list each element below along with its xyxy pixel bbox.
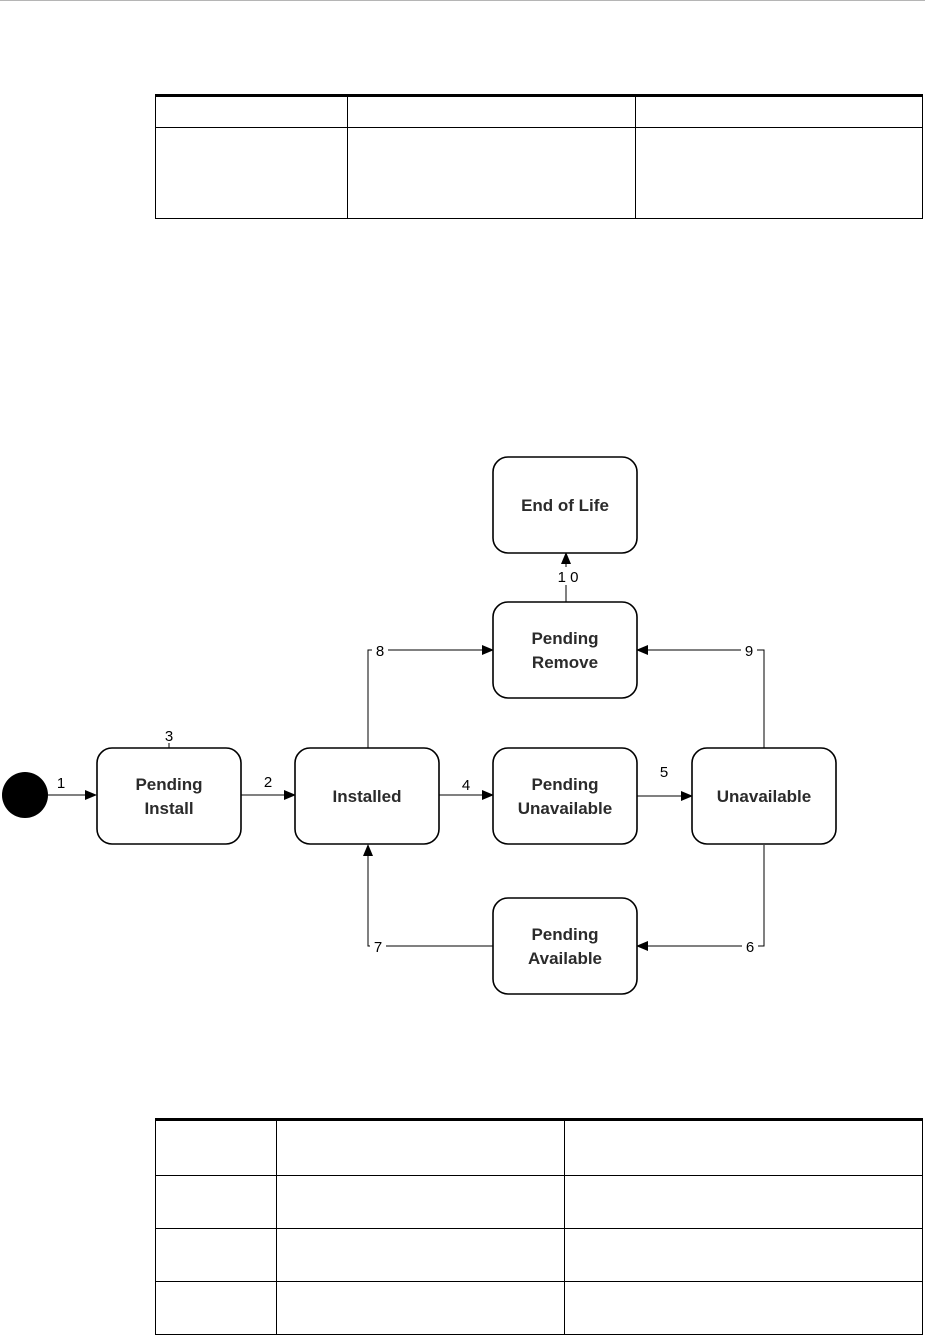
transition-7: 7 xyxy=(363,844,493,956)
svg-text:Pending: Pending xyxy=(135,775,202,794)
page-header-rule xyxy=(0,0,925,1)
svg-text:Install: Install xyxy=(144,799,193,818)
transition-5: 5 xyxy=(637,764,693,801)
svg-text:Remove: Remove xyxy=(532,653,598,672)
svg-text:Pending: Pending xyxy=(531,775,598,794)
table-header-row xyxy=(155,1118,923,1176)
table-header-cell xyxy=(275,1118,566,1176)
table-cell xyxy=(346,127,637,219)
svg-text:Available: Available xyxy=(528,949,602,968)
state-pending-remove: Pending Remove xyxy=(492,601,638,699)
bottom-table xyxy=(155,1118,923,1335)
svg-text:End of Life: End of Life xyxy=(521,496,609,515)
state-unavailable: Unavailable xyxy=(691,747,837,845)
table-row xyxy=(155,127,923,219)
transition-10: 1 0 xyxy=(556,552,582,602)
table-cell xyxy=(275,1281,566,1335)
transition-label: 7 xyxy=(374,939,382,956)
table-cell xyxy=(155,1175,277,1229)
table-header-cell xyxy=(564,1118,923,1176)
state-installed: Installed xyxy=(294,747,440,845)
transition-8: 8 xyxy=(367,641,494,748)
transition-2: 2 xyxy=(241,774,296,800)
table-header-cell xyxy=(155,1118,277,1176)
table-header-cell xyxy=(155,94,348,128)
table-row xyxy=(155,1175,923,1229)
transition-label: 6 xyxy=(746,939,754,956)
svg-text:Pending: Pending xyxy=(531,925,598,944)
top-table xyxy=(155,94,923,219)
svg-text:Unavailable: Unavailable xyxy=(518,799,613,818)
state-pending-unavailable: Pending Unavailable xyxy=(492,747,638,845)
start-node xyxy=(2,772,48,818)
table-cell xyxy=(155,1228,277,1282)
transition-label: 3 xyxy=(165,728,173,745)
svg-text:Unavailable: Unavailable xyxy=(717,787,812,806)
table-cell xyxy=(275,1175,566,1229)
transition-6: 6 xyxy=(636,845,765,956)
state-pending-available: Pending Available xyxy=(492,897,638,995)
table-cell xyxy=(564,1281,923,1335)
table-cell xyxy=(155,1281,277,1335)
transition-label: 1 0 xyxy=(558,569,579,586)
transition-4: 4 xyxy=(439,777,494,800)
table-cell xyxy=(155,127,348,219)
state-pending-install: Pending Install xyxy=(96,747,242,845)
svg-text:Pending: Pending xyxy=(531,629,598,648)
table-row xyxy=(155,1228,923,1282)
table-row xyxy=(155,1281,923,1335)
transition-1: 1 xyxy=(48,775,97,800)
transition-9: 9 xyxy=(636,641,765,748)
transition-label: 2 xyxy=(264,774,272,791)
table-cell xyxy=(635,127,923,219)
state-end-of-life: End of Life xyxy=(492,456,638,554)
transition-label: 5 xyxy=(660,764,668,781)
state-diagram: 1 2 3 4 5 6 7 8 9 1 0 xyxy=(2,456,837,995)
table-header-cell xyxy=(346,94,637,128)
table-cell xyxy=(564,1175,923,1229)
transition-label: 9 xyxy=(745,643,753,660)
table-header-row xyxy=(155,94,923,128)
table-header-cell xyxy=(635,94,923,128)
table-cell xyxy=(275,1228,566,1282)
transition-label: 1 xyxy=(57,775,65,792)
transition-label: 8 xyxy=(376,643,384,660)
transition-3: 3 xyxy=(165,728,173,748)
svg-text:Installed: Installed xyxy=(333,787,402,806)
table-cell xyxy=(564,1228,923,1282)
transition-label: 4 xyxy=(462,777,470,794)
